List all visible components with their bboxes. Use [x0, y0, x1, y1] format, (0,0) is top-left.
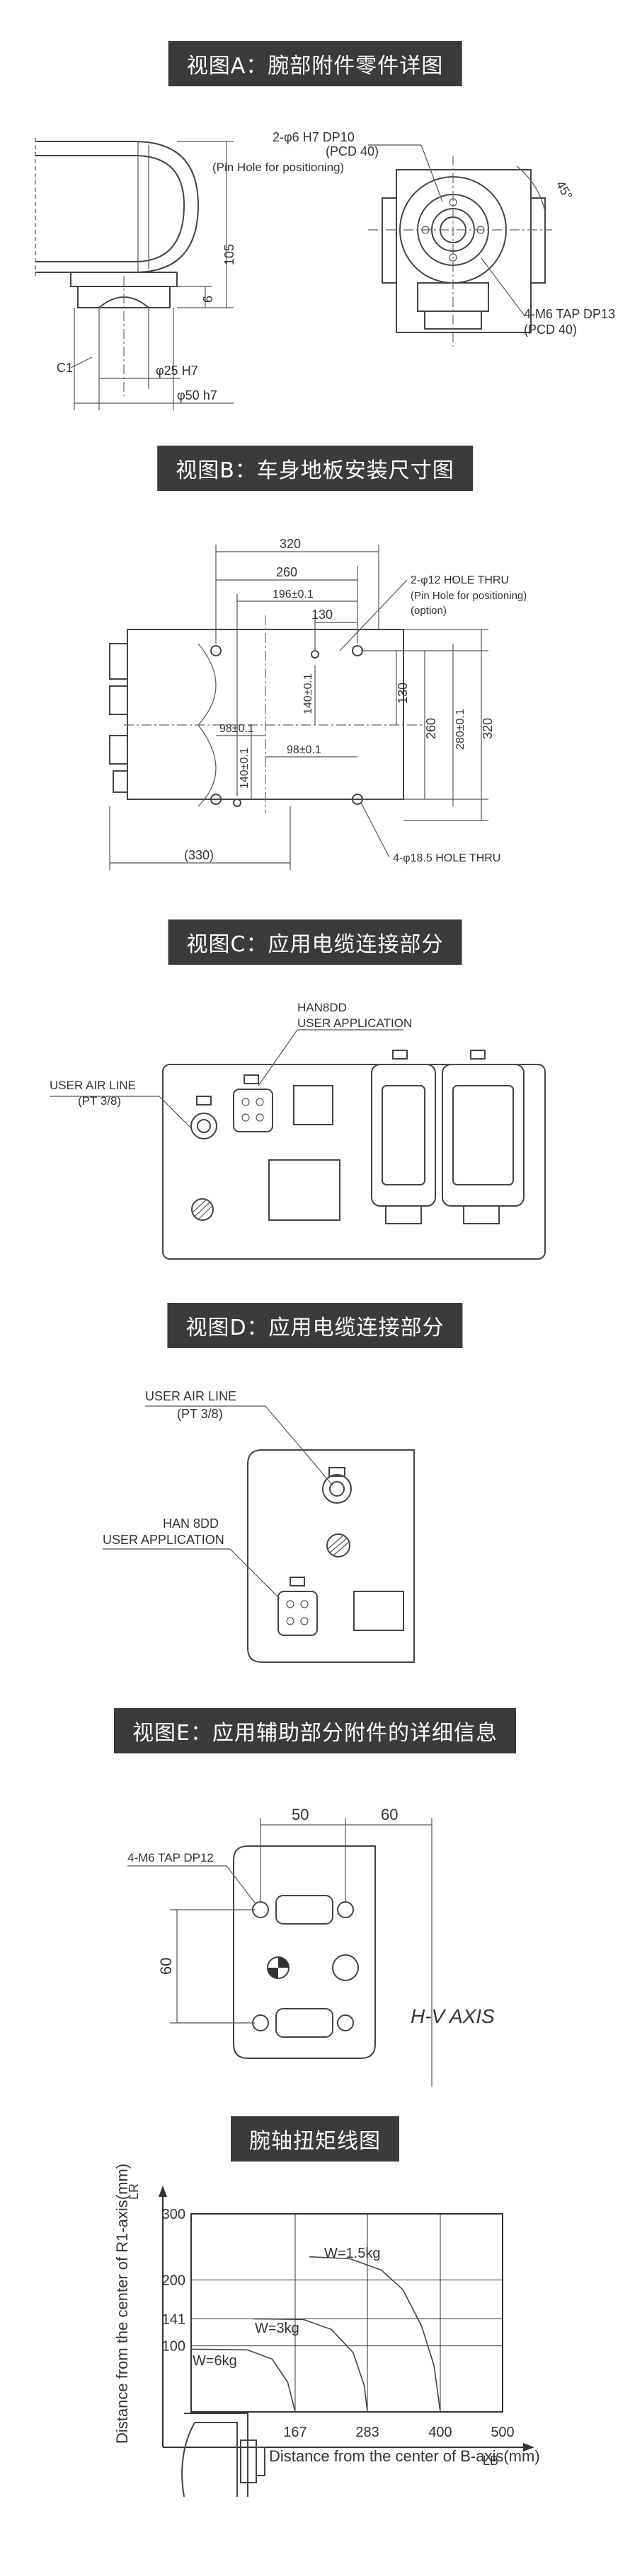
- y-tick-label: 200: [162, 2273, 185, 2288]
- torque-chart: 167 283 400 500 100 141 200 300 Distance from t…: [113, 2164, 540, 2497]
- drawing-c: HAN8DD USER APPLICATION USER AIR LINE (P…: [50, 1001, 546, 1260]
- dim-140a: 140±0.1: [302, 673, 314, 714]
- section-a-title: 视图A：腕部附件零件详图: [168, 41, 462, 86]
- tap-label-e: 4-M6 TAP DP12: [127, 1851, 214, 1864]
- dim-v260: 260: [424, 718, 438, 739]
- han-label-d: HAN 8DD: [163, 1516, 219, 1531]
- drawing-d: USER AIR LINE (PT 3/8) HAN 8DD USER APPL…: [103, 1389, 415, 1663]
- y-axis-title: Distance from the center of R1-axis(mm): [113, 2164, 131, 2444]
- dim-v280: 280±0.1: [454, 709, 466, 750]
- dim-130-top: 130: [311, 608, 333, 622]
- plot-frame: [190, 2213, 503, 2413]
- base-plate-view: 320 260 196±0.1 130 98±0.1 98±0.1 140±0.…: [109, 537, 527, 870]
- chart-grid: [159, 2186, 534, 2452]
- drawing-a: 105 6 φ25 H7 φ50 h7 C1 45° 2-φ6 H7 DP10: [35, 130, 615, 410]
- dim-98a: 98±0.1: [219, 723, 254, 735]
- series-line-2: [190, 2348, 296, 2413]
- tap-pcd-label: (PCD 40): [524, 323, 577, 337]
- wrist-illustration: [181, 2413, 265, 2497]
- aux-attachment-view: 50 60 60 4-M6 TAP DP12 H-V AXIS: [127, 1806, 495, 2087]
- user-app-label-d: USER APPLICATION: [103, 1533, 224, 1547]
- dim-e-v60: 60: [157, 1958, 175, 1975]
- hole12-note2: (option): [411, 605, 447, 617]
- wrist-front-view: 45° 2-φ6 H7 DP10 (PCD 40) (Pin Hole for …: [212, 130, 615, 347]
- drawing-b: 320 260 196±0.1 130 98±0.1 98±0.1 140±0.…: [109, 537, 527, 870]
- x-axis-arrow: [523, 2443, 534, 2452]
- section-d-title: 视图D：应用电缆连接部分: [167, 1303, 463, 1348]
- connector-panel-d: USER AIR LINE (PT 3/8) HAN 8DD USER APPL…: [103, 1389, 415, 1663]
- hole18-label: 4-φ18.5 HOLE THRU: [393, 852, 500, 864]
- chart-series: [190, 2256, 441, 2413]
- dim-d25: φ25 H7: [156, 364, 198, 378]
- dim-v130: 130: [396, 683, 410, 704]
- series-line-0: [309, 2256, 441, 2413]
- x-tick-label: 283: [355, 2425, 379, 2440]
- dim-98b: 98±0.1: [287, 744, 321, 756]
- x-tick-label: 167: [283, 2425, 307, 2440]
- dim-260-top: 260: [276, 565, 297, 579]
- section-f-title: 腕轴扭矩线图: [231, 2116, 399, 2162]
- dim-330: (330): [184, 848, 214, 862]
- wrist-side-view: 105 6 φ25 H7 φ50 h7 C1: [35, 138, 236, 410]
- section-e-title: 视图E：应用辅助部分附件的详细信息: [114, 1708, 516, 1753]
- air-pt-label-c: (PT 3/8): [78, 1094, 121, 1108]
- air-pt-label-d: (PT 3/8): [177, 1407, 223, 1421]
- x-tick-label: 500: [491, 2425, 514, 2440]
- x-axis-title: Distance from the center of B-axis(mm): [269, 2447, 540, 2465]
- dim-v320: 320: [481, 718, 495, 739]
- series-label-w3: W=3kg: [255, 2321, 299, 2336]
- dim-c1: C1: [57, 361, 73, 375]
- dim-196: 196±0.1: [273, 588, 314, 601]
- drawing-e: 50 60 60 4-M6 TAP DP12 H-V AXIS: [127, 1806, 495, 2087]
- series-label-w15: W=1.5kg: [324, 2246, 380, 2261]
- section-c-title: 视图C：应用电缆连接部分: [168, 919, 462, 965]
- hole12-label: 2-φ12 HOLE THRU: [411, 574, 509, 586]
- dim-6: 6: [201, 296, 215, 303]
- pin-pcd-label: (PCD 40): [326, 144, 379, 158]
- dim-105: 105: [222, 244, 236, 265]
- y-tick-label: 141: [162, 2311, 185, 2327]
- section-b-title: 视图B：车身地板安装尺寸图: [157, 446, 473, 491]
- tap-label: 4-M6 TAP DP13: [524, 307, 615, 321]
- chart-ticks: 167 283 400 500 100 141 200 300: [162, 2207, 515, 2440]
- pin-note-label: (Pin Hole for positioning): [212, 161, 344, 174]
- angle-45: 45°: [554, 178, 575, 202]
- series-line-1: [253, 2318, 368, 2413]
- user-app-label-c: USER APPLICATION: [297, 1016, 412, 1030]
- x-tick-label: 400: [428, 2425, 452, 2440]
- hole12-note1: (Pin Hole for positioning): [411, 590, 527, 602]
- y-tick-label: 300: [162, 2207, 185, 2222]
- series-label-w6: W=6kg: [193, 2353, 237, 2369]
- air-line-label-d: USER AIR LINE: [145, 1389, 236, 1403]
- dim-d50: φ50 h7: [177, 388, 217, 402]
- han-label-c: HAN8DD: [297, 1001, 347, 1014]
- dim-140b: 140±0.1: [239, 748, 251, 789]
- y-axis-tag: LR: [127, 2183, 141, 2200]
- dim-320-top: 320: [280, 537, 301, 551]
- y-tick-label: 100: [162, 2339, 185, 2355]
- y-axis-arrow: [159, 2186, 167, 2197]
- dim-e-50: 50: [292, 1806, 309, 1823]
- x-axis-tag: LB: [483, 2454, 498, 2468]
- dim-e-60: 60: [381, 1806, 398, 1823]
- connector-panel-c: HAN8DD USER APPLICATION USER AIR LINE (P…: [50, 1001, 546, 1260]
- air-line-label-c: USER AIR LINE: [50, 1079, 136, 1092]
- hv-axis-label: H-V AXIS: [411, 2005, 495, 2027]
- pin-hole-label: 2-φ6 H7 DP10: [273, 130, 355, 144]
